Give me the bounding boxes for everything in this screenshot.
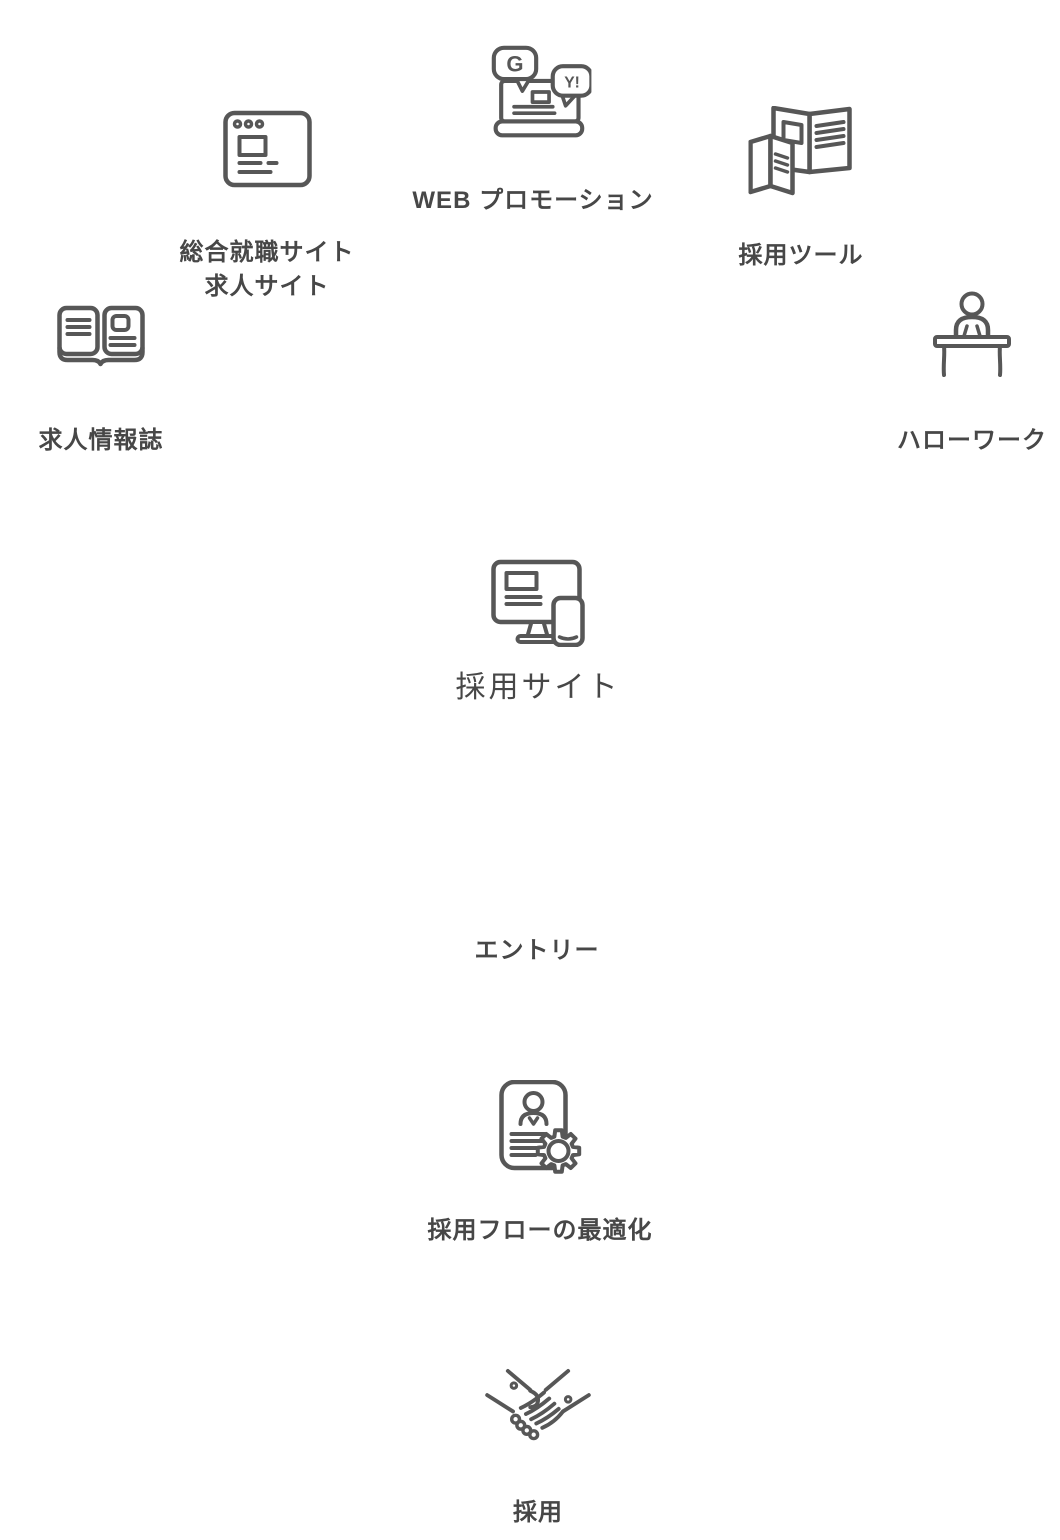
node-recruiting-site: 採用サイト bbox=[456, 559, 621, 705]
job-sites-label: 総合就職サイト 求人サイト bbox=[179, 239, 355, 300]
yahoo-bubble-icon: Y! bbox=[550, 64, 591, 108]
node-recruiting-tools: 採用ツール bbox=[739, 106, 864, 273]
node-hired: 採用 bbox=[482, 1364, 594, 1530]
node-flow-optimization: 採用フローの最適化 bbox=[428, 1080, 653, 1248]
profile-gear-icon bbox=[498, 1080, 581, 1174]
browser-window-icon bbox=[222, 110, 312, 188]
hired-label: 採用 bbox=[513, 1499, 563, 1526]
node-web-promotion: G Y! WEB プロモーション bbox=[412, 44, 653, 218]
reception-desk-icon bbox=[933, 291, 1011, 377]
web-promotion-label: WEB プロモーション bbox=[412, 187, 654, 214]
svg-text:Y!: Y! bbox=[564, 74, 580, 91]
svg-text:G: G bbox=[506, 52, 523, 77]
laptop-search-promotion-icon: G Y! bbox=[491, 45, 591, 138]
gear-icon bbox=[535, 1128, 581, 1174]
brochure-icon bbox=[748, 106, 852, 196]
node-hello-work: ハローワーク bbox=[897, 290, 1047, 458]
node-job-sites: 総合就職サイト 求人サイト bbox=[180, 110, 355, 304]
magazine-icon bbox=[57, 305, 145, 367]
node-job-magazine: 求人情報誌 bbox=[39, 304, 164, 458]
monitor-smartphone-icon bbox=[490, 559, 585, 647]
flow-optimization-label: 採用フローの最適化 bbox=[427, 1217, 653, 1244]
handshake-icon bbox=[485, 1369, 591, 1441]
entry-label: エントリー bbox=[474, 937, 600, 964]
recruiting-tools-label: 採用ツール bbox=[738, 242, 864, 269]
google-bubble-icon: G bbox=[491, 45, 538, 93]
hello-work-label: ハローワーク bbox=[897, 427, 1047, 454]
node-entry: エントリー bbox=[475, 934, 600, 968]
recruiting-site-label: 採用サイト bbox=[455, 671, 621, 704]
job-magazine-label: 求人情報誌 bbox=[38, 427, 164, 454]
